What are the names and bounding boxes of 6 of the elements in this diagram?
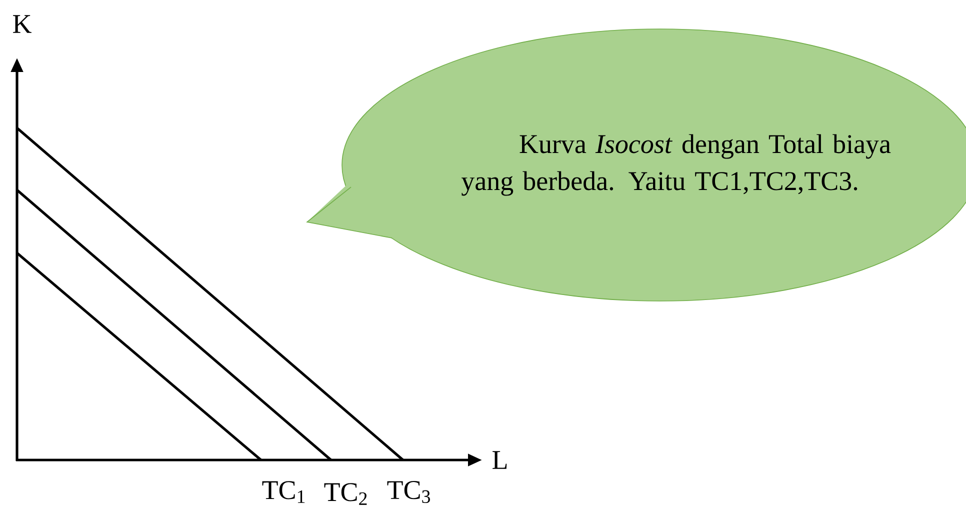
curve-label: TC$_{1}$ bbox=[262, 481, 305, 503]
axis-label: L bbox=[492, 451, 507, 469]
curve-label: TC$_{2}$ bbox=[324, 483, 367, 505]
speech-bubble: Kurva Isocost dengan Total biaya yang berbeda. Yaitu TC1,TC2,TC3. bbox=[306, 28, 966, 302]
axis-label: K bbox=[13, 15, 32, 33]
curve-label: TC$_{3}$ bbox=[387, 481, 430, 504]
